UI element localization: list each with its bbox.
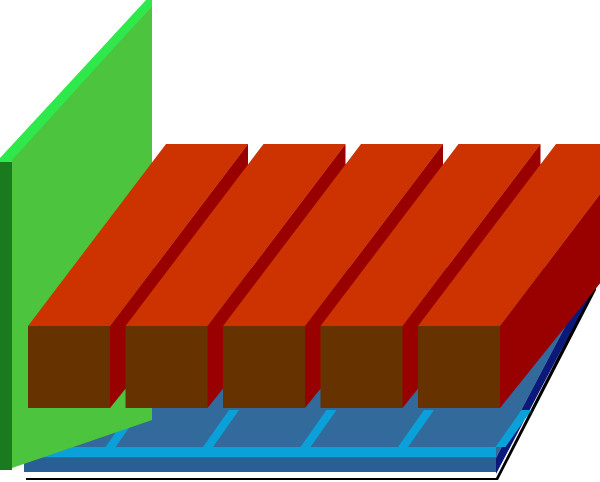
beam-top-face [223,144,443,326]
base-channel [300,410,337,447]
beam-front-face [28,326,110,408]
beam-right-face [500,194,600,408]
base-channel [203,410,239,447]
side-wall-edge [0,162,12,470]
side-wall-top-edge [0,0,152,162]
base-plate-front-face [24,458,496,472]
base-channel [495,410,532,447]
beam-front-face [125,326,208,408]
beam-top-face [125,144,346,326]
beam [418,144,600,408]
beam-top-face [418,144,600,326]
base-channel [398,410,434,447]
beam-front-face [223,326,305,408]
beam-top-face [28,144,248,326]
beam-front-face [418,326,500,408]
beams [28,144,600,408]
base-channel-front [24,447,496,457]
beam-front-face [320,326,403,408]
beam-top-face [320,144,541,326]
